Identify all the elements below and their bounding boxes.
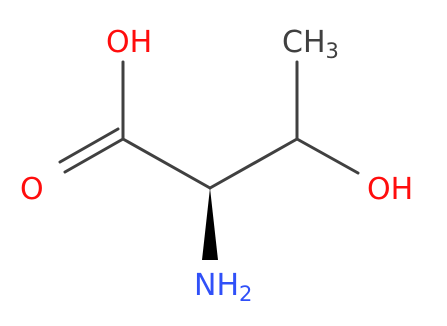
atom-label-amine: NH2 [194,268,252,306]
bond-c1-o-a [63,137,125,174]
bond-c2-c3 [208,137,299,190]
bond-group [58,60,360,190]
atom-label-o-carbonyl: O [20,172,44,207]
amine-subscript: 2 [239,282,252,306]
methyl-subscript: 3 [326,39,339,63]
wedge-bond-c2-n [202,188,218,260]
atom-label-oh-side: OH [367,172,413,207]
amine-main: NH [194,268,239,303]
bond-c1-o-b [58,127,120,164]
atom-label-methyl: CH3 [282,25,339,63]
bond-c3-oh [295,137,360,175]
atom-label-oh-acid: OH [106,25,152,60]
methyl-main: CH [282,25,326,60]
bond-c1-c2 [121,137,212,190]
